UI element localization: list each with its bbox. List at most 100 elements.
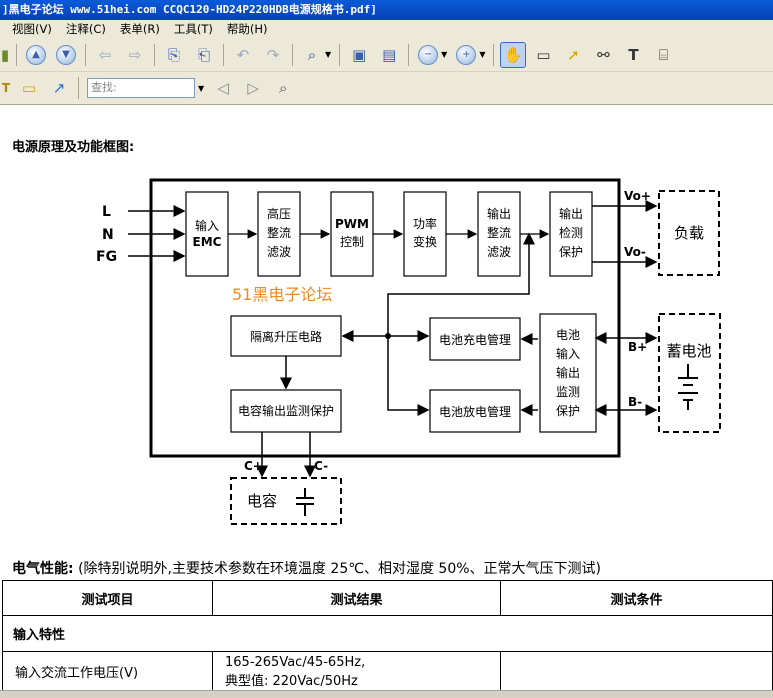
block-emc (185, 191, 229, 277)
menu-comment[interactable]: 注释(C) (65, 22, 106, 36)
block-power (403, 191, 447, 277)
block-charge (429, 317, 521, 361)
search-options-icon[interactable]: ⌕ (278, 79, 288, 97)
window-title: ]黑电子论坛 www.51hei.com CCQC120-HD24P220HDB… (2, 3, 377, 16)
svg-text:输出: 输出 (556, 365, 580, 380)
fit-width-icon[interactable]: ▤ (382, 45, 397, 64)
undo-button[interactable]: ↶ (236, 45, 250, 64)
menu-form[interactable]: 表单(R) (119, 22, 160, 36)
svg-text:PWM: PWM (335, 217, 369, 231)
svg-text:整流: 整流 (267, 225, 291, 240)
page-extract-icon[interactable]: ⎘ (167, 45, 180, 64)
input-label-fg: FG (96, 249, 117, 265)
window-title-bar: ]黑电子论坛 www.51hei.com CCQC120-HD24P220HDB… (0, 0, 773, 20)
capacitor-symbol-icon (296, 488, 314, 516)
toolbar-separator (78, 77, 79, 99)
previous-page-button[interactable]: ▲ (23, 42, 49, 68)
secondary-toolbar: T ▭ ↗ 查找: ▼ ◁ ▷ ⌕ (0, 72, 773, 105)
input-label-n: N (102, 227, 114, 243)
document-page: 电源原理及功能框图: L N FG (0, 106, 773, 692)
fit-page-icon[interactable]: ▣ (352, 45, 367, 64)
capacitor-label: 电容 (247, 492, 277, 510)
svg-text:输入: 输入 (556, 346, 580, 361)
chevron-down-icon[interactable]: ▼ (441, 50, 448, 59)
group-input-characteristics: 输入特性 (2, 615, 773, 652)
hand-tool-icon[interactable]: ✋ (500, 41, 527, 68)
arrow-annotation-icon[interactable]: ↗ (52, 79, 66, 97)
redo-button[interactable]: ↷ (266, 45, 280, 64)
block-battery-io (539, 313, 597, 433)
forward-button[interactable]: ⇨ (128, 45, 142, 64)
minus-icon: − (418, 44, 439, 65)
table-group-row: 输入特性 (2, 615, 773, 652)
next-page-button[interactable]: ▼ (53, 42, 79, 68)
toolbar-separator (16, 43, 17, 66)
power-block-diagram: L N FG 输入 EMC 高压 整流 滤波 PWM 控制 功率 变换 输出 (96, 178, 721, 525)
terminal-vo-minus: Vo- (624, 245, 646, 259)
svg-text:功率: 功率 (413, 216, 437, 231)
header-test-result: 测试结果 (212, 580, 501, 616)
svg-text:保护: 保护 (559, 245, 583, 259)
header-test-item: 测试项目 (2, 580, 213, 616)
text-tool-icon[interactable]: T (628, 45, 639, 64)
watermark: 51黑电子论坛 (232, 285, 332, 304)
find-previous-icon[interactable]: ◁ (217, 79, 229, 97)
toolbar-separator (408, 43, 410, 66)
toolbar-separator (223, 43, 224, 66)
terminal-b-plus: B+ (628, 340, 647, 354)
discharge-label: 电池放电管理 (439, 404, 511, 419)
cell-result-line1: 165-265Vac/45-65Hz, (225, 654, 366, 670)
zoom-in-button[interactable]: + (453, 42, 479, 68)
block-output-protection (549, 191, 593, 277)
svg-text:控制: 控制 (340, 235, 364, 249)
load-box (658, 190, 720, 276)
zoom-out-button[interactable]: − (415, 42, 441, 68)
plus-icon: + (456, 44, 477, 65)
terminal-b-minus: B- (628, 395, 642, 409)
load-label: 负载 (674, 224, 704, 242)
battery-symbol-icon (678, 364, 698, 410)
back-button[interactable]: ⇦ (98, 45, 112, 64)
menu-tools[interactable]: 工具(T) (173, 22, 213, 36)
menu-view[interactable]: 视图(V) (12, 22, 52, 36)
chevron-down-icon[interactable]: ▼ (479, 50, 486, 59)
boost-label: 隔离升压电路 (250, 329, 322, 344)
cell-result: 165-265Vac/45-65Hz, 典型值: 220Vac/50Hz (212, 651, 501, 692)
toolbar-separator (85, 43, 86, 66)
arrow-up-icon: ▲ (26, 44, 46, 65)
cell-condition (500, 651, 773, 692)
page-insert-icon[interactable]: ⎗ (197, 45, 210, 64)
select-text-icon[interactable]: ▭ (536, 45, 551, 64)
terminal-vo-plus: Vo+ (624, 189, 651, 203)
section-electrical: 电气性能: (除特别说明外,主要技术参数在环境温度 25℃、相对湿度 50%、正… (12, 558, 601, 578)
binoculars-icon[interactable]: ⚯ (597, 45, 610, 64)
svg-text:电池: 电池 (556, 328, 580, 342)
header-test-condition: 测试条件 (500, 580, 773, 616)
svg-text:保护: 保护 (556, 404, 580, 418)
table-row: 输入交流工作电压(V) 165-265Vac/45-65Hz, 典型值: 220… (2, 651, 773, 692)
arrow-down-icon: ▼ (56, 44, 76, 65)
svg-text:监测: 监测 (556, 385, 580, 399)
print-icon[interactable]: ▮ (0, 45, 10, 64)
typewriter-icon[interactable]: T (1, 81, 11, 95)
arrow-cursor-icon[interactable]: ➚ (567, 45, 580, 64)
main-frame (149, 178, 621, 458)
search-input[interactable]: 查找: (87, 78, 195, 98)
find-next-icon[interactable]: ▷ (247, 79, 259, 97)
svg-text:变换: 变换 (413, 234, 437, 249)
svg-text:滤波: 滤波 (487, 245, 511, 259)
snapshot-camera-icon[interactable]: ⌸ (658, 45, 668, 64)
spec-table: 测试项目 测试结果 测试条件 输入特性 输入交流工作电压(V) 165-265V… (2, 580, 773, 692)
svg-text:整流: 整流 (487, 225, 511, 240)
terminal-c-plus: C+ (244, 459, 263, 473)
menu-help[interactable]: 帮助(H) (226, 22, 268, 36)
section-title-electrical: 电气性能: (12, 561, 74, 577)
note-icon[interactable]: ▭ (21, 79, 37, 97)
section-note: (除特别说明外,主要技术参数在环境温度 25℃、相对湿度 50%、正常大气压下测… (78, 561, 601, 577)
zoom-tool-icon[interactable]: ⌕ (307, 45, 317, 64)
chevron-down-icon[interactable]: ▼ (198, 83, 205, 93)
cell-item: 输入交流工作电压(V) (2, 651, 213, 692)
rect-line1: 高压 (267, 206, 291, 221)
chevron-down-icon[interactable]: ▼ (325, 50, 332, 59)
table-header-row: 测试项目 测试结果 测试条件 (2, 580, 773, 616)
